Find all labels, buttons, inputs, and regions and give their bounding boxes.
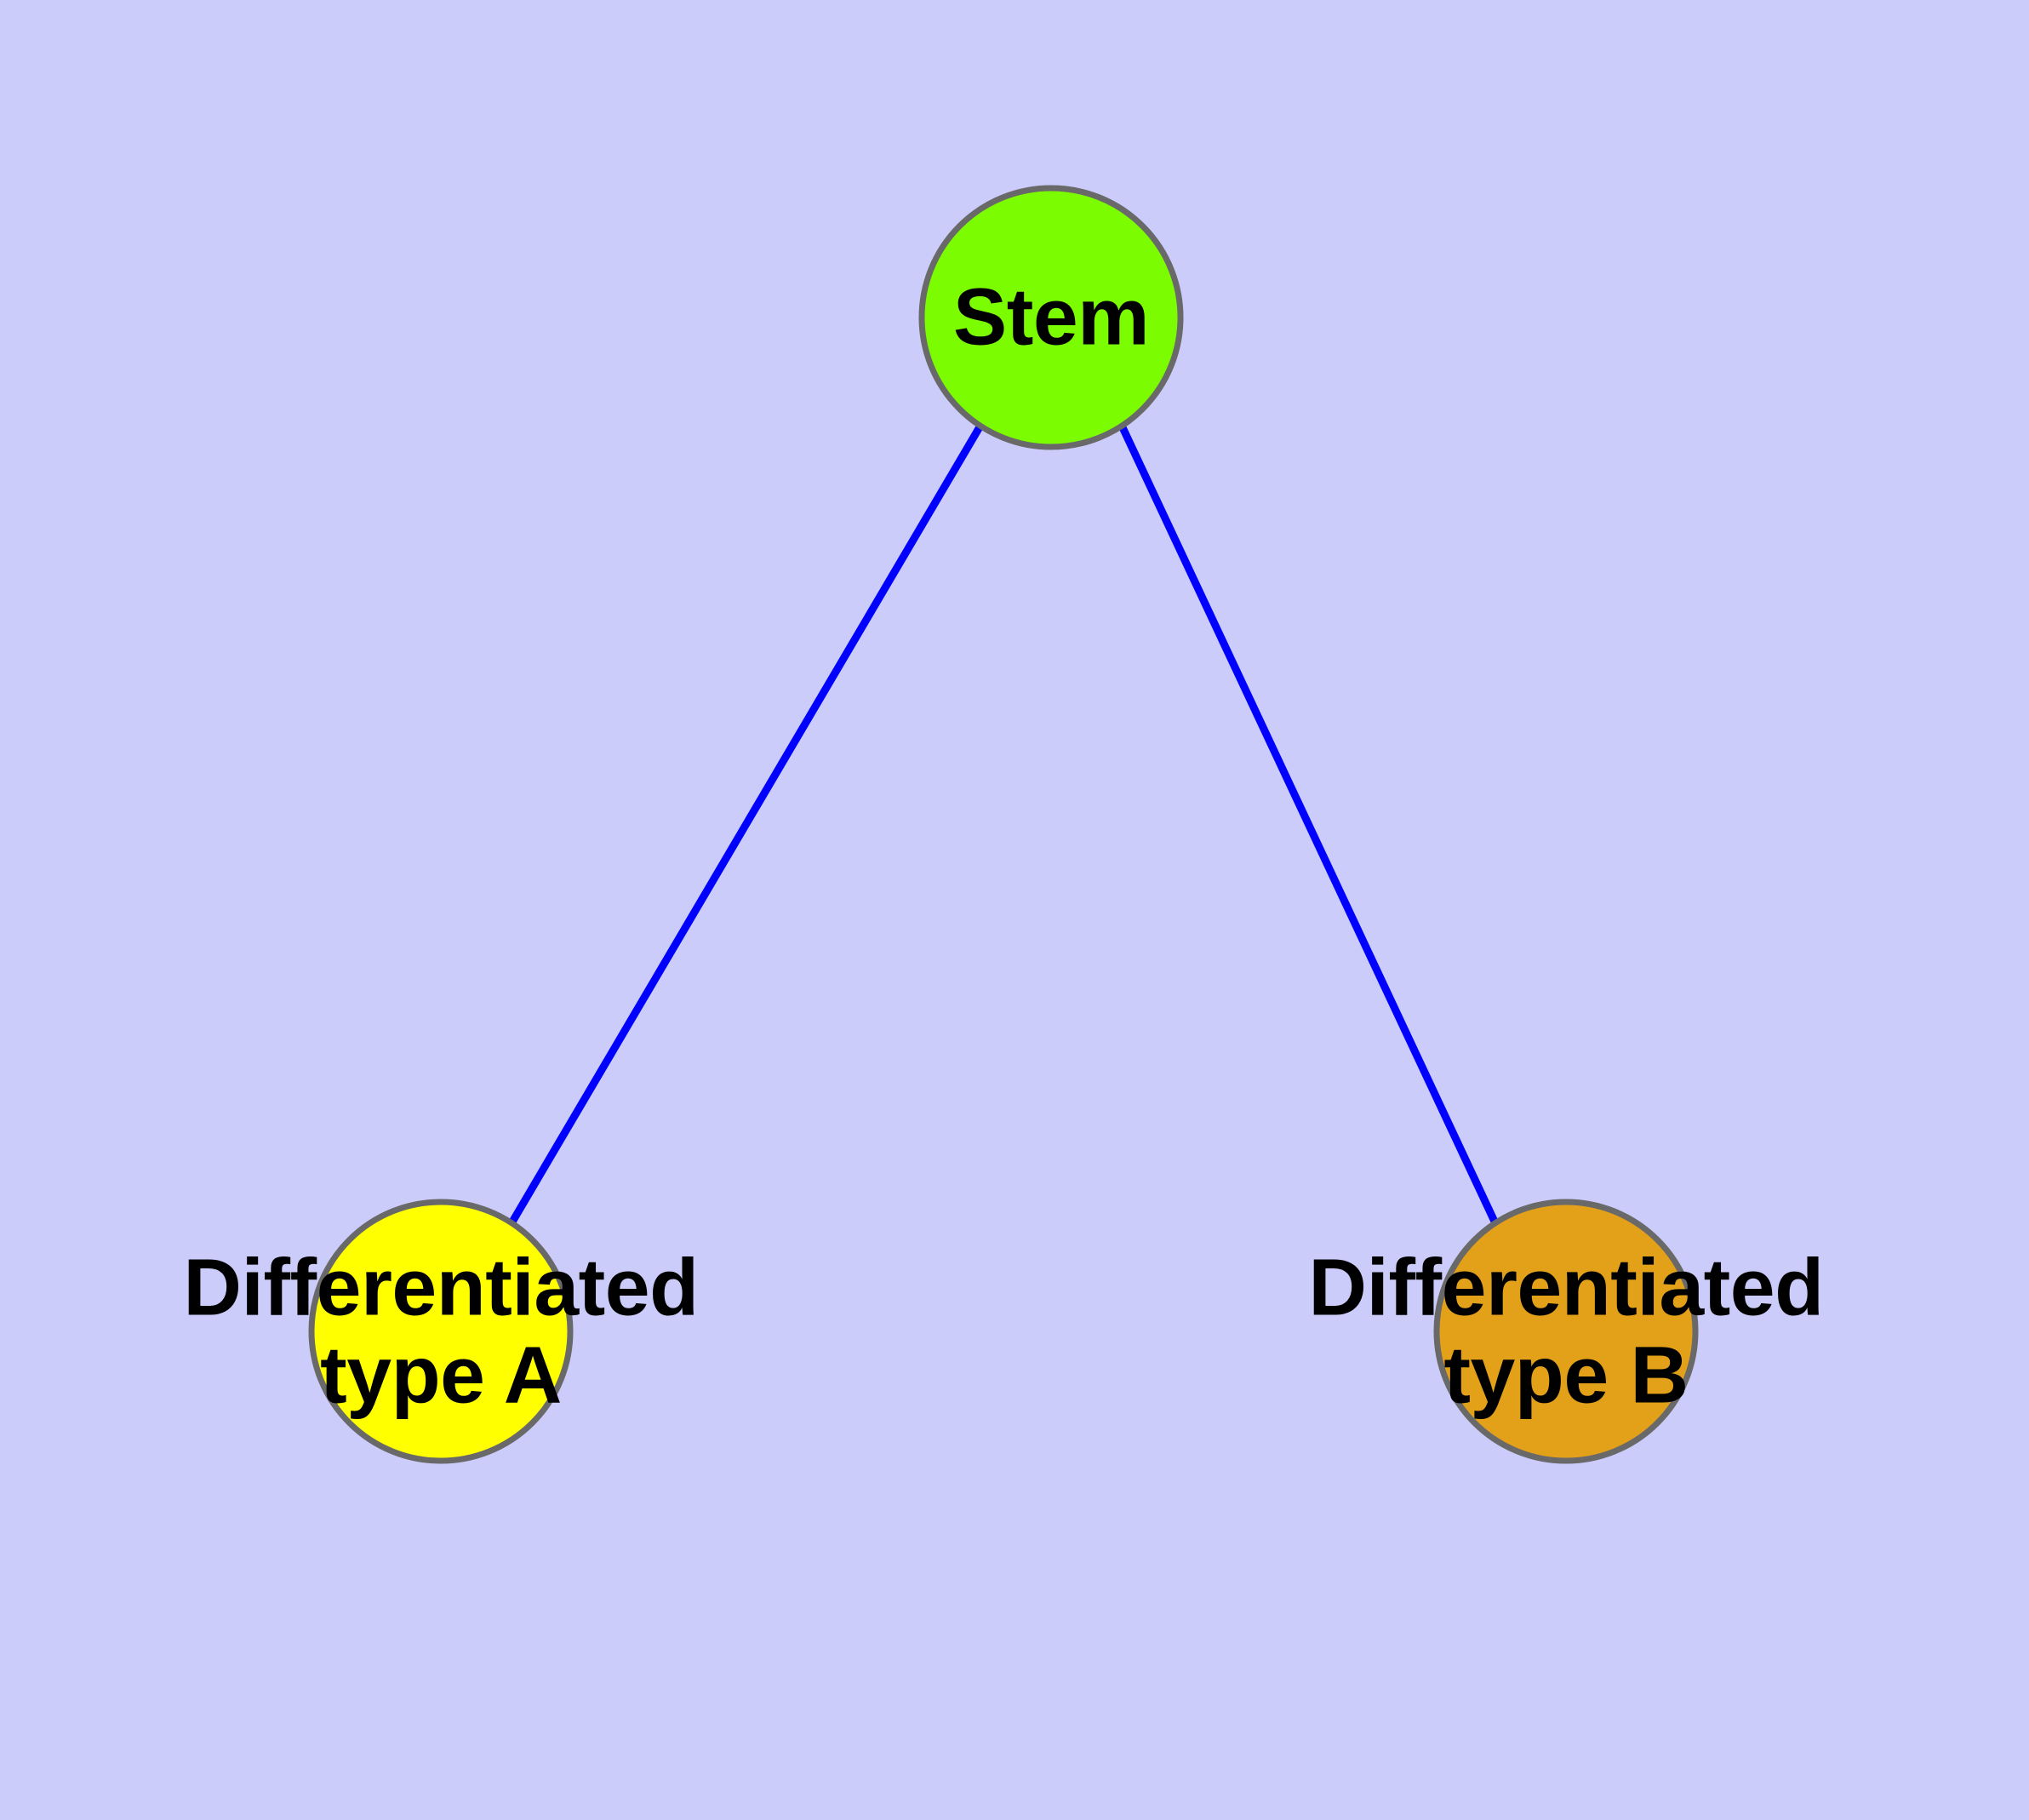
node-circle-diff-b[interactable] xyxy=(1433,1199,1699,1464)
nodes-group xyxy=(308,185,1699,1464)
node-circle-stem[interactable] xyxy=(918,185,1184,450)
node-circle-diff-a[interactable] xyxy=(308,1199,574,1464)
edge-stem-to-diff-b[interactable] xyxy=(1117,424,1500,1225)
edges-group xyxy=(508,423,1500,1226)
edge-stem-to-diff-a[interactable] xyxy=(508,423,984,1226)
